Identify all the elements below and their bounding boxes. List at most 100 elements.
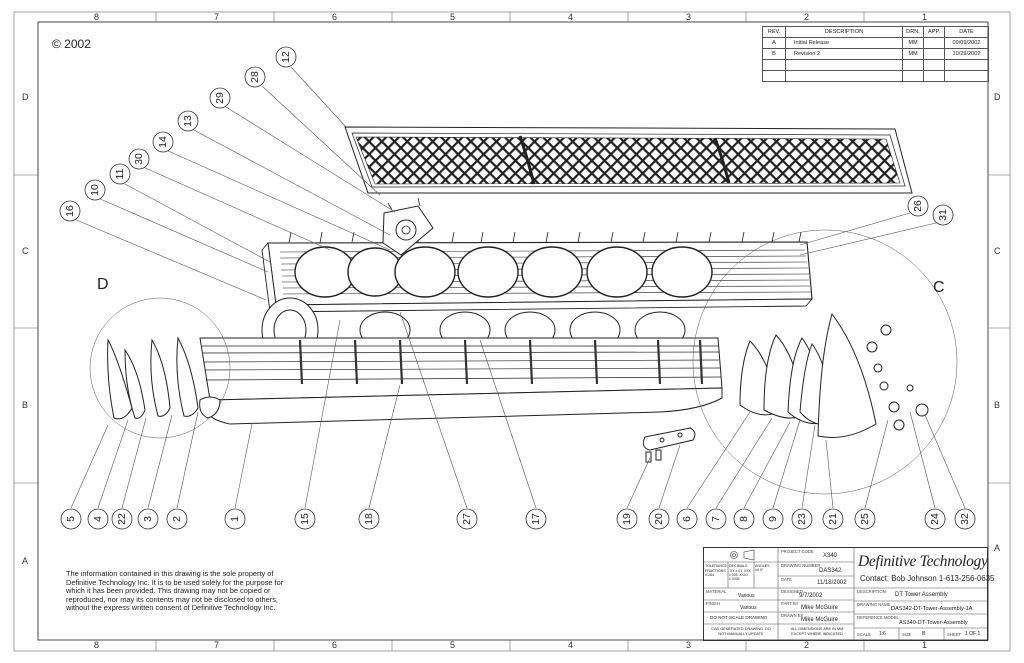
drawing-number-cell: DRAWING NUMBER DAS342 — [779, 562, 854, 576]
project-code-cell: PROJECT CODE X340 — [779, 548, 854, 562]
callout-4: 4 — [92, 516, 104, 522]
drawing-name-cell: DRAWING NAME DAS342-DT-Tower-Assembly-1A — [855, 601, 987, 614]
date-cell: 09/09/2002 — [944, 37, 989, 49]
date-cell: 10/29/2002 — [944, 48, 989, 60]
material-cell: MATERIAL Various — [704, 588, 778, 600]
callout-13: 13 — [182, 115, 194, 127]
cad-note-cell: CAD GENERATED DRAWING, DO NOT MANUALLY U… — [704, 624, 778, 640]
part-by-label: PART BY — [781, 601, 799, 606]
finish-value: Various — [740, 605, 757, 611]
callout-21: 21 — [827, 513, 839, 525]
designed-cell: DESIGNED 9/7/2002 — [779, 588, 854, 600]
table-row-empty — [762, 70, 989, 82]
callout-9: 9 — [767, 516, 779, 522]
zone-col-1: 1 — [922, 12, 928, 22]
inner-border — [37, 21, 989, 641]
description-cell: DESCRIPTION DT Tower Assembly — [855, 588, 987, 601]
callout-balloons — [59, 46, 976, 530]
callout-11: 11 — [114, 168, 126, 179]
zone-col-8: 8 — [94, 12, 100, 22]
revision-header-row: REV. DESCRIPTION DRN. APP. DATE — [762, 26, 989, 38]
zone-row-b-right: B — [994, 400, 1001, 410]
drn-cell: MM — [902, 37, 924, 49]
no-scale-cell: DO NOT SCALE DRAWING — [704, 612, 778, 624]
callout-1: 1 — [229, 516, 241, 522]
rev-cell: A — [762, 37, 786, 49]
zone-col-6: 6 — [332, 12, 338, 22]
callout-25: 25 — [859, 513, 871, 525]
callout-16: 16 — [64, 205, 76, 217]
callout-12: 12 — [280, 51, 292, 63]
callout-10: 10 — [89, 184, 101, 196]
material-value: Various — [738, 593, 755, 599]
angles-label: ANGLES ±0.5° — [755, 564, 770, 573]
detail-circle-c — [692, 229, 958, 495]
zone-col-7: 7 — [214, 12, 220, 22]
callout-8: 8 — [738, 516, 750, 522]
project-code-value: X340 — [823, 553, 838, 559]
leader-lines — [70, 66, 966, 509]
callout-14: 14 — [157, 136, 169, 148]
part-by-cell: PART BY Mike McGuire — [779, 600, 854, 612]
description-cell: Initial Release — [785, 37, 903, 49]
finish-label: FINISH — [706, 601, 720, 606]
app-cell — [923, 37, 945, 49]
callout-29: 29 — [214, 92, 226, 104]
zone-col-3-bottom: 3 — [686, 640, 692, 650]
rev-cell: B — [762, 48, 786, 60]
decimals-cell: DECIMALS .XX ±.01 .XXX ±.005 .XXXX ±.002… — [729, 563, 753, 587]
date-cell: DATE 11/18/2002 — [779, 576, 854, 588]
angles-cell: ANGLES ±0.5° — [755, 563, 777, 587]
app-cell — [923, 48, 945, 60]
drawn-by-value: Mike McGuire — [801, 617, 839, 623]
sheet-value: 1 OF 1 — [965, 631, 981, 637]
app-header: APP. — [923, 26, 945, 38]
detail-label-c: C — [933, 279, 945, 296]
bracket — [642, 427, 696, 463]
callout-28: 28 — [249, 71, 261, 83]
drawn-by-label: DRAWN BY — [781, 613, 804, 618]
zone-col-5: 5 — [450, 12, 456, 22]
finish-cell: FINISH Various — [704, 600, 778, 612]
reference-model-cell: REFERENCE MODEL AS340-DT-Tower-Assembly — [855, 614, 987, 628]
part-by-value: Mike McGuire — [801, 605, 839, 611]
revision-table: REV. DESCRIPTION DRN. APP. DATE A Initia… — [762, 26, 989, 82]
zone-row-c-right: C — [994, 246, 1001, 256]
callout-32: 32 — [959, 513, 971, 525]
company-logo: Definitive Technology — [858, 553, 988, 570]
tolerances-label: TOLERANCES — [705, 564, 727, 568]
scale-cell: SCALE 1:6 — [855, 628, 899, 640]
detail-label-d: D — [97, 276, 109, 293]
drn-cell: MM — [902, 48, 924, 60]
callout-26: 26 — [912, 200, 924, 212]
drn-header: DRN. — [902, 26, 924, 38]
drawing-number-value: DAS342 — [819, 568, 842, 574]
callout-6: 6 — [681, 516, 693, 522]
zone-col-5-bottom: 5 — [450, 640, 456, 650]
tolerances-cell: TOLERANCES FRACTIONS ±1/64 — [705, 563, 727, 587]
description-value: DT Tower Assembly — [895, 592, 948, 598]
callout-17: 17 — [530, 513, 542, 525]
callout-3: 3 — [142, 516, 154, 522]
callout-22: 22 — [116, 513, 128, 525]
zone-row-a: A — [22, 556, 29, 566]
table-row: A Initial Release MM 09/09/2002 — [762, 37, 989, 49]
zone-row-a-right: A — [994, 543, 1001, 553]
detail-circle-d — [89, 297, 231, 439]
callout-24: 24 — [929, 513, 941, 525]
proprietary-notice: The information contained in this drawin… — [66, 569, 284, 613]
fractions-label: FRACTIONS ±1/64 — [705, 569, 726, 578]
size-value: B — [922, 631, 926, 637]
zone-col-6-bottom: 6 — [332, 640, 338, 650]
zone-col-8-bottom: 8 — [94, 640, 100, 650]
callout-23: 23 — [796, 513, 808, 525]
baffle-frame — [261, 231, 813, 314]
sheet-cell: SHEET 1 OF 1 — [945, 628, 987, 640]
designed-label: DESIGNED — [781, 589, 803, 594]
title-block-grid — [704, 548, 987, 640]
callout-30: 30 — [133, 153, 145, 165]
zone-col-2-bottom: 2 — [804, 640, 810, 650]
callout-2: 2 — [171, 516, 183, 522]
drawing-name-label: DRAWING NAME — [857, 602, 891, 607]
